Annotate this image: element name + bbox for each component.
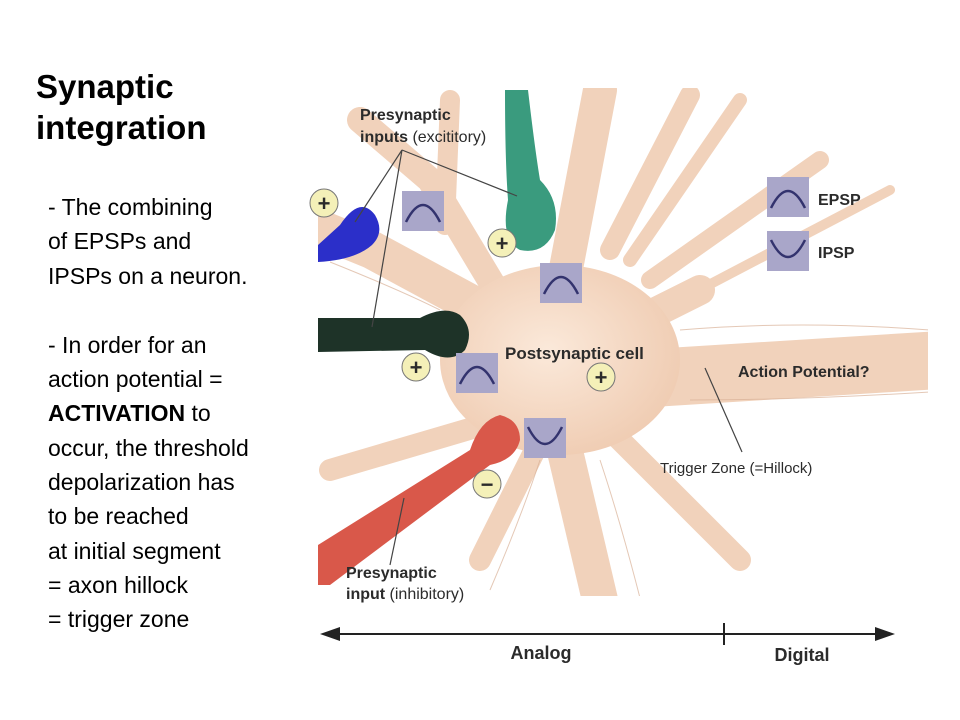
plus-badge: + bbox=[309, 188, 339, 218]
excitatory-terminal-dark bbox=[318, 310, 469, 358]
plus-badge: + bbox=[586, 362, 616, 392]
body-line: of EPSPs and bbox=[48, 228, 192, 255]
legend-epsp-label: EPSP bbox=[818, 192, 861, 209]
body-text: - The combining of EPSPs and IPSPs on a … bbox=[48, 190, 249, 637]
label-presynaptic-inhibitory: Presynaptic bbox=[346, 565, 437, 582]
epsp-wave-icon bbox=[402, 191, 444, 231]
body-line: - In order for an bbox=[48, 331, 207, 358]
slide-title: Synaptic integration bbox=[36, 66, 207, 148]
plus-badge: + bbox=[487, 228, 517, 258]
excitatory-axon-green bbox=[505, 90, 556, 251]
plus-sign: + bbox=[595, 365, 608, 390]
label-presynaptic-excitatory: Presynaptic bbox=[360, 107, 451, 124]
body-line: depolarization has bbox=[48, 469, 235, 496]
body-line: to be reached bbox=[48, 503, 189, 530]
plus-sign: + bbox=[496, 231, 509, 256]
pointer-lines bbox=[354, 149, 743, 566]
body-line: = trigger zone bbox=[48, 606, 190, 633]
epsp-wave-icon bbox=[456, 353, 498, 393]
body-line: at initial segment bbox=[48, 537, 221, 564]
label-trigger-zone: Trigger Zone (=Hillock) bbox=[660, 460, 812, 477]
body-line-rest: to bbox=[185, 400, 211, 427]
activation-term: ACTIVATION bbox=[48, 400, 186, 427]
analog-digital-axis: Analog Digital bbox=[320, 623, 895, 665]
minus-badge: − bbox=[472, 469, 502, 499]
plus-sign: + bbox=[318, 191, 331, 216]
legend: EPSP IPSP bbox=[767, 177, 861, 271]
label-presynaptic-inhibitory-line2: input (inhibitory) bbox=[346, 586, 464, 603]
body-line: action potential = bbox=[48, 366, 223, 393]
cell-body bbox=[440, 265, 680, 455]
legend-ipsp-icon bbox=[767, 231, 809, 271]
body-line: - The combining bbox=[48, 194, 213, 220]
title-line-2: integration bbox=[36, 109, 207, 146]
body-line: occur, the threshold bbox=[48, 434, 249, 461]
ipsp-wave-icon bbox=[524, 418, 566, 458]
legend-epsp-icon bbox=[767, 177, 809, 217]
minus-sign: − bbox=[481, 472, 494, 497]
body-line: = axon hillock bbox=[48, 571, 188, 598]
plus-badge: + bbox=[401, 352, 431, 382]
body-line: ACTIVATION to bbox=[48, 396, 249, 430]
excitatory-terminal-blue bbox=[318, 207, 380, 262]
plus-sign: + bbox=[410, 355, 423, 380]
label-postsynaptic-cell: Postsynaptic cell bbox=[505, 344, 644, 363]
axis-label-analog: Analog bbox=[511, 643, 572, 663]
title-line-1: Synaptic bbox=[36, 68, 174, 105]
epsp-wave-icon bbox=[540, 263, 582, 303]
legend-ipsp-label: IPSP bbox=[818, 245, 855, 262]
inhibitory-terminal-red bbox=[318, 415, 520, 585]
label-action-potential: Action Potential? bbox=[738, 364, 870, 381]
label-presynaptic-excitatory-line2: inputs (excititory) bbox=[360, 129, 486, 146]
axis-label-digital: Digital bbox=[774, 645, 829, 665]
body-line: IPSPs on a neuron. bbox=[48, 262, 248, 289]
